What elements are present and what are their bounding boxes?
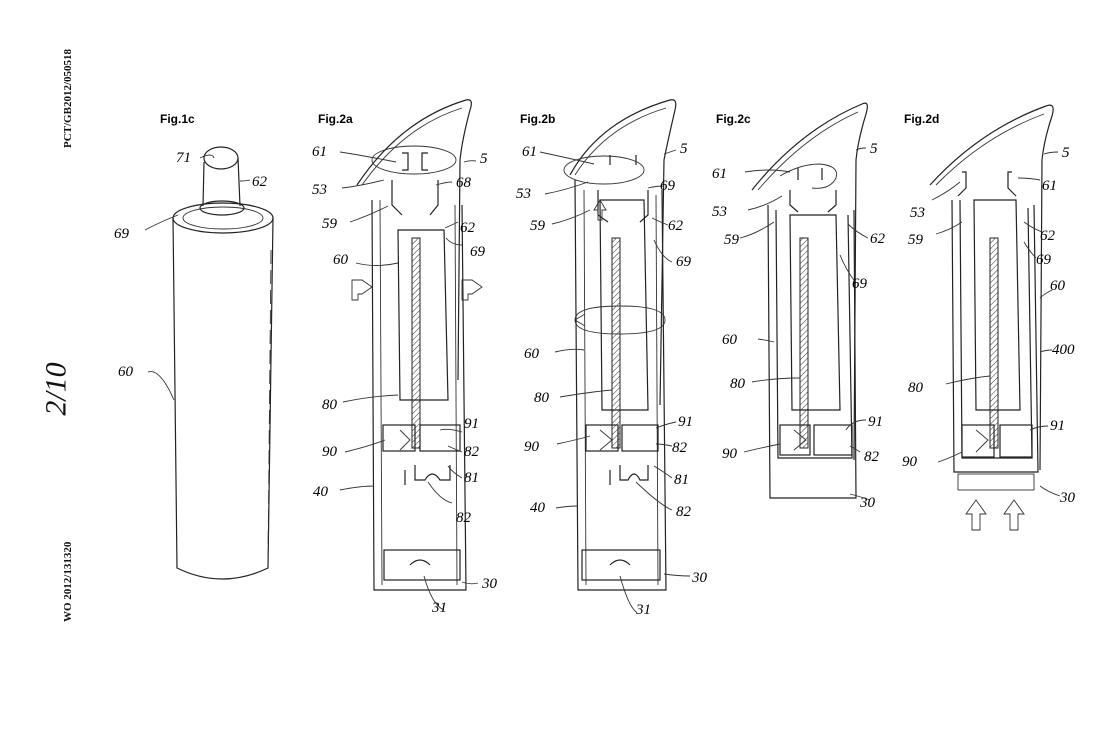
fig2d-label-30: 30	[1059, 490, 1076, 506]
figure-2b: Fig.2b	[516, 99, 708, 618]
figure-1c: Fig.1c 71 62 69 60	[114, 112, 274, 580]
fig2b-label-30: 30	[691, 570, 708, 586]
fig2c-label-61: 61	[712, 166, 727, 182]
fig2c-label-60: 60	[722, 332, 738, 348]
fig2b-label-69-lower: 69	[676, 254, 692, 270]
fig2d-title: Fig.2d	[904, 112, 939, 126]
fig2a-label-81: 81	[464, 470, 479, 486]
fig2c-label-90: 90	[722, 446, 738, 462]
fig2a-label-82-lower: 82	[456, 510, 472, 526]
fig2a-label-60: 60	[333, 252, 349, 268]
fig2b-label-53: 53	[516, 186, 531, 202]
fig2b-label-82-upper: 82	[672, 440, 688, 456]
fig1c-label-71: 71	[176, 150, 191, 166]
fig2b-label-82-lower: 82	[676, 504, 692, 520]
fig2b-label-5: 5	[680, 141, 688, 157]
fig2b-label-59: 59	[530, 218, 546, 234]
fig2c-label-5: 5	[870, 141, 878, 157]
fig2b-label-61: 61	[522, 144, 537, 160]
fig2a-label-5: 5	[480, 151, 488, 167]
fig2d-label-61: 61	[1042, 178, 1057, 194]
fig2a-label-40: 40	[313, 484, 329, 500]
fig2c-label-30: 30	[859, 495, 876, 511]
fig2d-label-60: 60	[1050, 278, 1066, 294]
fig2c-label-59: 59	[724, 232, 740, 248]
fig2c-label-62: 62	[870, 231, 886, 247]
fig2d-label-90: 90	[902, 454, 918, 470]
fig2a-label-61: 61	[312, 144, 327, 160]
fig2b-title: Fig.2b	[520, 112, 555, 126]
fig2c-label-82: 82	[864, 449, 880, 465]
fig1c-label-62: 62	[252, 174, 268, 190]
fig2c-title: Fig.2c	[716, 112, 751, 126]
fig2a-label-82-upper: 82	[464, 444, 480, 460]
fig2d-label-91: 91	[1050, 418, 1065, 434]
fig2d-label-5: 5	[1062, 145, 1070, 161]
fig2d-label-400: 400	[1052, 342, 1075, 358]
fig2b-label-40: 40	[530, 500, 546, 516]
fig2b-label-60: 60	[524, 346, 540, 362]
fig2a-label-68: 68	[456, 175, 472, 191]
fig2d-label-69: 69	[1036, 252, 1052, 268]
fig1c-label-69: 69	[114, 226, 130, 242]
fig1c-title: Fig.1c	[160, 112, 195, 126]
fig2d-label-53: 53	[910, 205, 925, 221]
figure-2c: Fig.2c 5 61 53 59 62 69 60 80 91	[712, 102, 886, 511]
fig2c-label-53: 53	[712, 204, 727, 220]
fig2b-label-69-upper: 69	[660, 178, 676, 194]
fig2c-label-69: 69	[852, 276, 868, 292]
fig2b-label-81: 81	[674, 472, 689, 488]
fig2b-label-31: 31	[635, 602, 651, 618]
fig2a-label-80: 80	[322, 397, 338, 413]
fig2a-label-69: 69	[470, 244, 486, 260]
outlet-pin	[199, 146, 245, 216]
fig2b-label-80: 80	[534, 390, 550, 406]
fig2d-label-62: 62	[1040, 228, 1056, 244]
fig2a-label-62: 62	[460, 220, 476, 236]
cylinder-body	[172, 202, 274, 580]
fig2b-label-62: 62	[668, 218, 684, 234]
figure-2a: Fig.2a	[312, 99, 498, 616]
fig2b-label-90: 90	[524, 439, 540, 455]
fig2b-label-91: 91	[678, 414, 693, 430]
fig2a-title: Fig.2a	[318, 112, 353, 126]
fig1c-label-60: 60	[118, 364, 134, 380]
fig2a-label-90: 90	[322, 444, 338, 460]
fig2a-label-30: 30	[481, 576, 498, 592]
fig2d-label-80: 80	[908, 380, 924, 396]
fig2d-label-59: 59	[908, 232, 924, 248]
figure-2d: Fig.2d 5 61 53 59 62 69 60 400	[902, 104, 1076, 531]
fig2a-label-31: 31	[431, 600, 447, 616]
fig2a-label-59: 59	[322, 216, 338, 232]
fig2c-label-91: 91	[868, 414, 883, 430]
fig2c-label-80: 80	[730, 376, 746, 392]
fig2a-label-91: 91	[464, 416, 479, 432]
fig2a-label-53: 53	[312, 182, 327, 198]
